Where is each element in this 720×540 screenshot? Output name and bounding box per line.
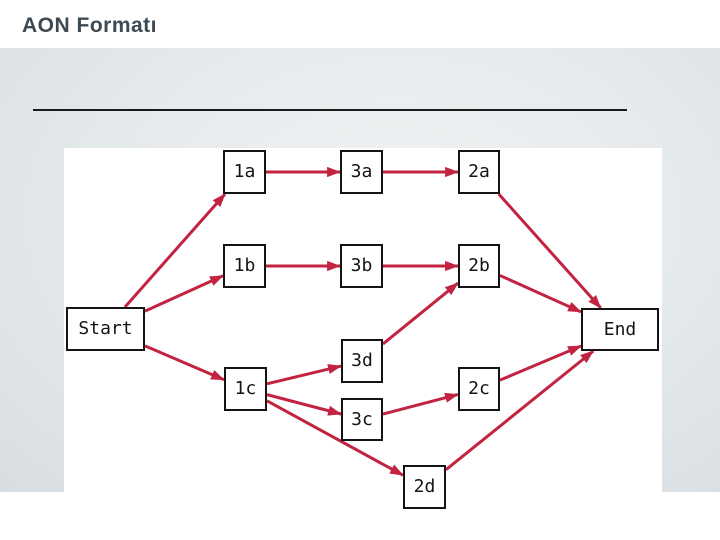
node-1a: 1a <box>223 150 266 194</box>
node-label: 2b <box>468 255 490 276</box>
node-label: 2d <box>413 476 436 497</box>
node-label: 1b <box>233 255 256 276</box>
edge-2b-to-end <box>499 274 582 314</box>
node-label: 3b <box>350 255 373 276</box>
node-label: 3a <box>350 161 373 182</box>
node-start: Start <box>66 307 145 351</box>
header-bar: AON Formatı <box>0 0 720 48</box>
page-title: AON Formatı <box>22 14 158 37</box>
edge-start-to-1c <box>144 344 225 382</box>
node-label: 2c <box>468 378 490 399</box>
node-3c: 3c <box>341 398 383 441</box>
node-2c: 2c <box>458 367 500 411</box>
title-underline-rule <box>33 109 627 111</box>
node-label: 1c <box>234 378 257 399</box>
node-end: End <box>581 308 659 351</box>
edge-3c-to-2c <box>382 392 459 416</box>
edge-2d-to-end <box>445 349 595 471</box>
node-label: End <box>603 318 637 340</box>
edge-start-to-1b <box>144 274 224 313</box>
node-label: 3c <box>351 408 373 430</box>
node-2a: 2a <box>458 150 500 194</box>
node-label: 3d <box>351 350 373 371</box>
node-2b: 2b <box>458 244 500 288</box>
node-2d: 2d <box>403 465 446 509</box>
node-label: 2a <box>468 161 490 182</box>
node-label: 1a <box>233 161 256 182</box>
edge-2a-to-end <box>497 192 602 310</box>
edge-3d-to-2b <box>382 281 459 346</box>
node-label: Start <box>78 318 133 339</box>
edge-1c-to-2d <box>266 399 404 477</box>
node-1b: 1b <box>223 244 266 288</box>
edge-start-to-1a <box>123 193 227 308</box>
edge-1c-to-3c <box>266 393 342 416</box>
node-3d: 3d <box>341 339 383 383</box>
node-3a: 3a <box>340 150 383 194</box>
node-3b: 3b <box>340 244 383 288</box>
node-1c: 1c <box>224 367 267 411</box>
edge-1c-to-3d <box>266 364 342 386</box>
edge-2c-to-end <box>499 344 582 382</box>
